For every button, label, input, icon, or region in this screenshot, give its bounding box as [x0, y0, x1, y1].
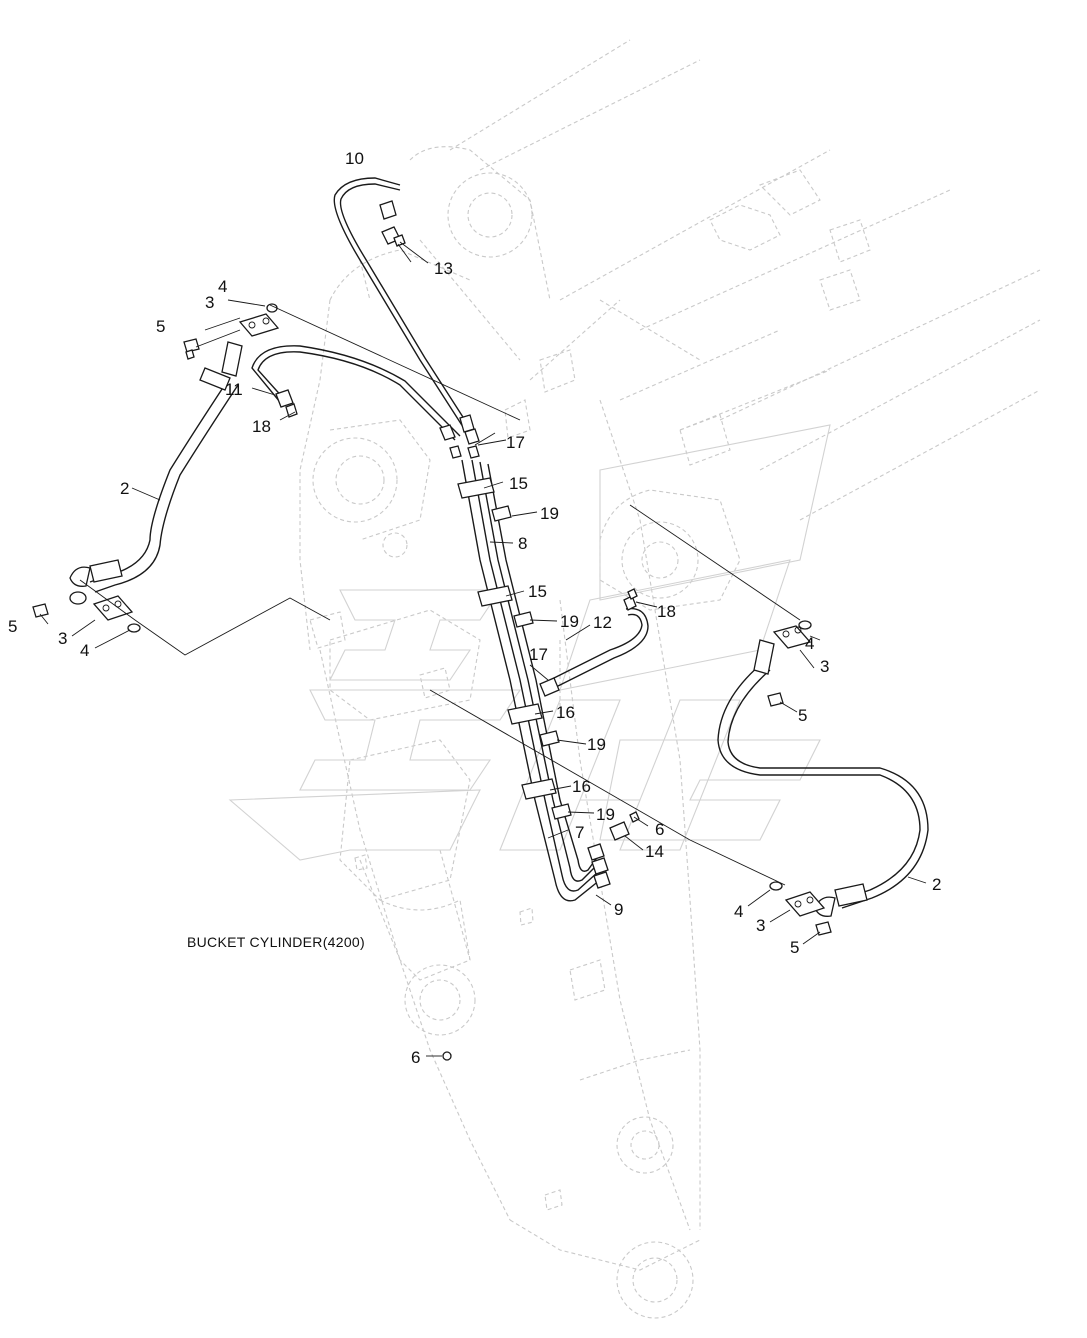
flange-left-top [183, 303, 280, 360]
callout-19: 19 [596, 805, 615, 824]
bucket-cylinder-caption: BUCKET CYLINDER(4200) [187, 934, 365, 950]
fittings-lower [442, 811, 640, 1061]
callout-labels: 10 13 4 3 5 11 18 17 2 15 19 8 15 19 12 … [8, 149, 941, 1067]
watermark-logo [228, 424, 831, 861]
hose-11 [251, 345, 461, 441]
callout-8: 8 [518, 534, 527, 553]
callout-10: 10 [345, 149, 364, 168]
clamps [457, 477, 557, 800]
callout-11: 11 [225, 380, 243, 399]
callout-5: 5 [798, 706, 807, 725]
callout-4: 4 [734, 902, 743, 921]
callout-16: 16 [572, 777, 591, 796]
callout-13: 13 [434, 259, 453, 278]
flange-right-bottom [769, 881, 832, 936]
callout-4: 4 [80, 641, 89, 660]
elbow-fitting-13 [381, 226, 429, 264]
callout-18: 18 [252, 417, 271, 436]
bolts-19 [491, 505, 572, 820]
fittings-17-upper [439, 424, 507, 459]
callout-3: 3 [58, 629, 67, 648]
callout-2: 2 [120, 479, 129, 498]
callout-14: 14 [645, 842, 664, 861]
callout-16: 16 [556, 703, 575, 722]
hose-2-right [717, 639, 929, 917]
callout-5: 5 [790, 938, 799, 957]
callout-6: 6 [411, 1048, 420, 1067]
hose-12 [539, 588, 649, 697]
callout-17: 17 [529, 645, 548, 664]
callout-19: 19 [540, 504, 559, 523]
callout-15: 15 [528, 582, 547, 601]
arm-structure-ghost [299, 39, 1041, 1319]
callout-5: 5 [8, 617, 17, 636]
callout-5: 5 [156, 317, 165, 336]
hose-2-left [69, 341, 243, 605]
callout-3: 3 [820, 657, 829, 676]
hose-10 [333, 177, 475, 433]
callout-3: 3 [756, 916, 765, 935]
callout-3: 3 [205, 293, 214, 312]
callout-19: 19 [587, 735, 606, 754]
flange-left-bottom [32, 595, 141, 633]
leader-lines [39, 243, 927, 1057]
flange-right-top [767, 620, 812, 707]
callout-15: 15 [509, 474, 528, 493]
callout-18: 18 [657, 602, 676, 621]
callout-9: 9 [614, 900, 623, 919]
callout-19: 19 [560, 612, 579, 631]
callout-4: 4 [805, 634, 814, 653]
callout-7: 7 [575, 823, 584, 842]
callout-12: 12 [593, 613, 612, 632]
callout-4: 4 [218, 277, 227, 296]
callout-17: 17 [506, 433, 525, 452]
callout-6: 6 [655, 820, 664, 839]
callout-2: 2 [932, 875, 941, 894]
